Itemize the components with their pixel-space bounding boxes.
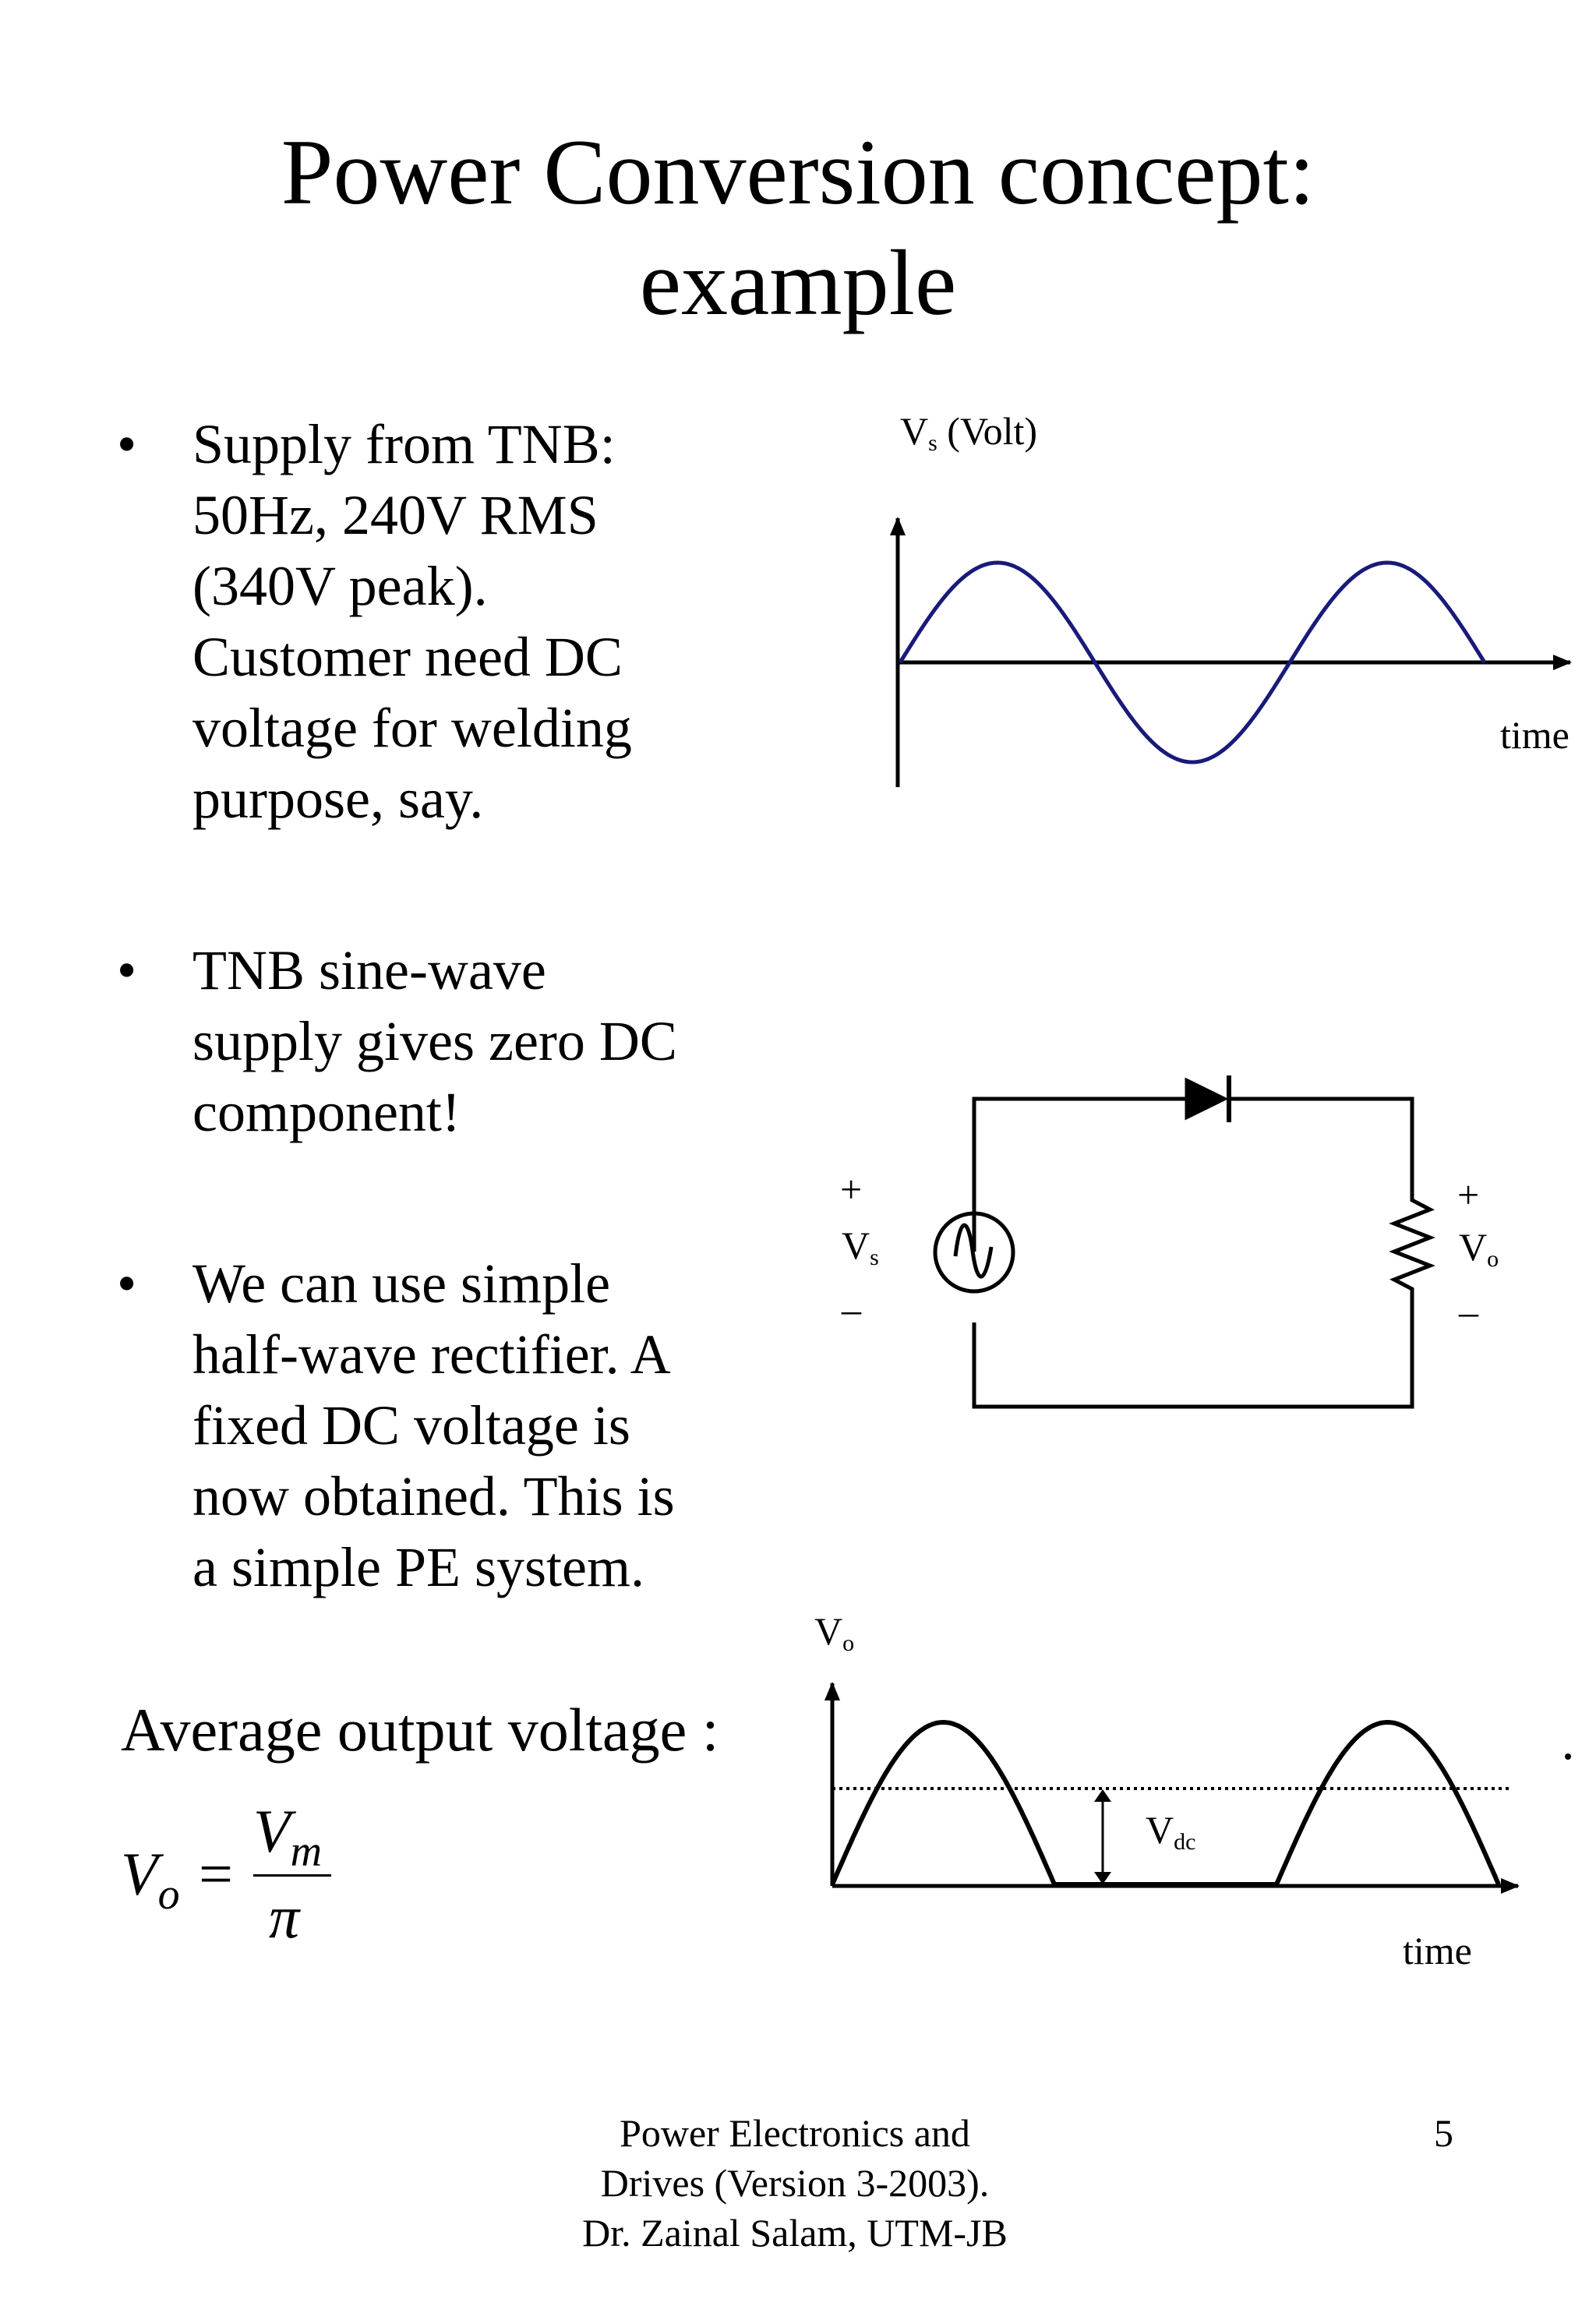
formula-equals: = (199, 1840, 233, 1908)
average-voltage-formula: Vo = Vm π (121, 1797, 355, 1964)
load-minus: – (1459, 1290, 1478, 1333)
supply-x-label: time (1500, 713, 1570, 757)
supply-y-label-symbol: V (900, 409, 929, 453)
diode-symbol (1185, 1075, 1231, 1122)
source-plus: + (840, 1167, 863, 1211)
supply-y-label: Vs (Volt) (900, 409, 1037, 465)
circuit-wire-right-top (1227, 1096, 1414, 1192)
bullet-text: TNB sine-wave supply gives zero DC compo… (192, 939, 677, 1143)
formula-lhs-symbol: V (121, 1840, 158, 1908)
footer-text: Power Electronics and Drives (Version 3-… (582, 2111, 1008, 2255)
formula-caption: Average output voltage : (121, 1696, 719, 1764)
source-voltage-sub: s (870, 1245, 879, 1270)
bullet-text: Supply from TNB: 50Hz, 240V RMS (340V pe… (192, 413, 632, 830)
load-voltage-sub: o (1487, 1246, 1499, 1272)
bullet-marker: • (117, 1252, 137, 1315)
supply-sine-curve (898, 560, 1487, 765)
circuit-wire-right-bottom (972, 1298, 1414, 1409)
supply-plot (890, 517, 1572, 787)
formula-numerator-sub: m (290, 1827, 323, 1876)
formula-denominator: π (269, 1883, 300, 1951)
load-voltage-symbol: V (1459, 1225, 1488, 1269)
source-minus: – (842, 1287, 861, 1331)
load-plus: + (1457, 1173, 1480, 1217)
formula-lhs-sub: o (157, 1870, 180, 1919)
source-voltage-symbol: V (842, 1224, 870, 1267)
output-y-label-symbol: V (814, 1609, 843, 1653)
output-y-label-sub: o (842, 1630, 855, 1656)
page-number: 5 (1434, 2111, 1453, 2155)
dc-level-label: Vdc (1146, 1808, 1195, 1864)
output-x-label: time (1403, 1929, 1472, 1972)
circuit-wire-top (972, 1096, 1186, 1252)
source-voltage-label: Vs (842, 1224, 879, 1280)
fraction-bar (253, 1874, 331, 1877)
supply-y-label-sub: s (928, 430, 937, 456)
bullet-text: We can use simple half-wave rectifier. A… (192, 1252, 675, 1598)
bullet-marker: • (117, 413, 137, 475)
output-plot (824, 1682, 1571, 1894)
title-line-1: Power Conversion concept: (281, 120, 1315, 224)
dc-level-symbol: V (1146, 1808, 1174, 1852)
title-line-2: example (639, 231, 957, 334)
output-y-label: Vo (814, 1609, 854, 1665)
load-voltage-label: Vo (1459, 1225, 1499, 1281)
slide-title: Power Conversion concept: example (0, 117, 1596, 338)
ac-source-symbol (933, 1211, 1015, 1294)
rectifier-circuit (933, 1075, 1435, 1409)
stray-dot (1565, 1753, 1571, 1760)
rectified-output-curve (830, 1719, 1501, 1887)
supply-y-label-unit: (Volt) (947, 409, 1038, 453)
resistor-symbol (1389, 1192, 1435, 1298)
dc-level-sub: dc (1174, 1829, 1196, 1855)
bullet-marker: • (117, 939, 137, 1001)
formula-numerator-symbol: V (253, 1797, 291, 1865)
